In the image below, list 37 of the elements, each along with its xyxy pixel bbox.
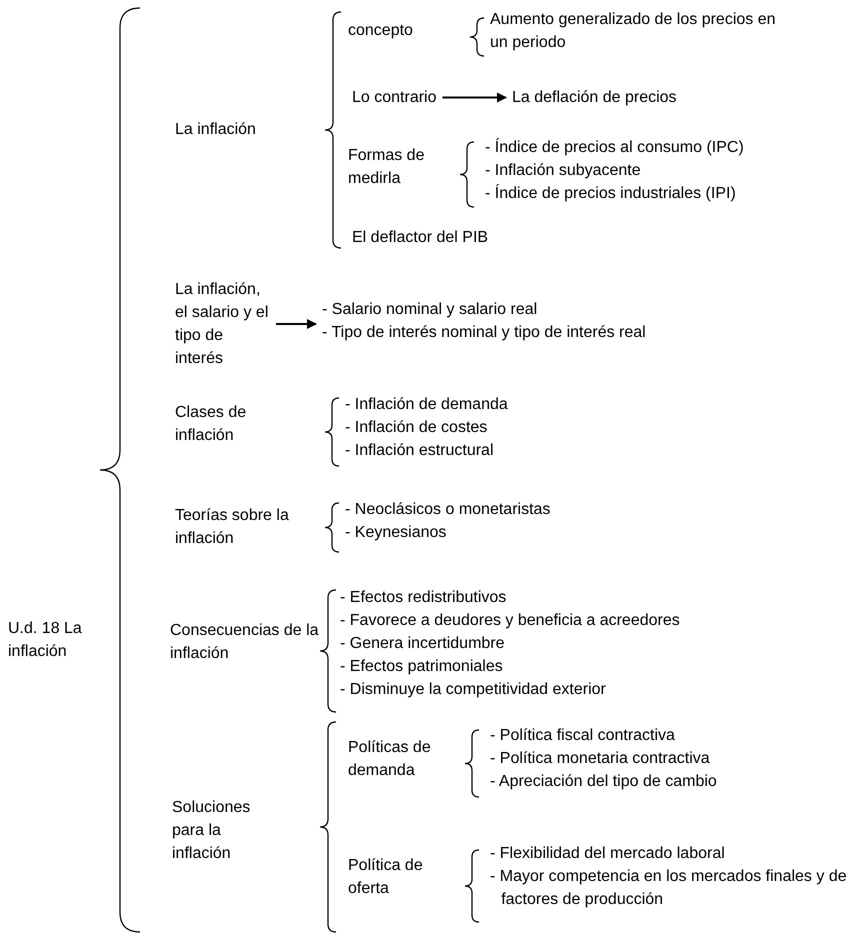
list-item: - Keynesianos — [345, 523, 448, 543]
list-item: - Inflación subyacente — [485, 161, 642, 181]
topic-text: Clases de inflación — [175, 401, 275, 447]
topic-text: La inflación, el salario y el tipo de interés — [175, 278, 270, 370]
topic-text: Formas de medirla — [348, 144, 448, 190]
topic-text: La deflación de precios — [512, 86, 677, 109]
list-item: - Inflación de demanda — [345, 395, 509, 415]
list-item: - Política fiscal contractiva — [490, 726, 676, 746]
list-item: - Neoclásicos o monetaristas — [345, 500, 552, 520]
list-item: - Genera incertidumbre — [340, 634, 506, 654]
list-item: - Inflación estructural — [345, 441, 495, 461]
topic-text: Consecuencias de la inflación — [170, 619, 320, 665]
arrow — [442, 92, 507, 102]
list-item: - Salario nominal y salario real — [322, 300, 538, 320]
topic-text: Aumento generalizado de los precios en un periodo — [490, 8, 780, 54]
topic-text: Soluciones para la inflación — [172, 796, 262, 865]
list-item: - Tipo de interés nominal y tipo de interés real — [322, 323, 647, 343]
topic-text: El deflactor del PIB — [352, 226, 488, 249]
list-item: - Índice de precios al consumo (IPC) — [485, 137, 745, 158]
root-topic: U.d. 18 La inflación — [8, 617, 108, 663]
list-item: - Favorece a deudores y beneficia a acreedores — [340, 611, 681, 631]
arrow — [276, 319, 317, 329]
list-item: - Efectos redistributivos — [340, 588, 508, 608]
list-item: - Apreciación del tipo de cambio — [490, 772, 718, 792]
topic-text: concepto — [348, 19, 413, 42]
list-item: - Disminuye la competitividad exterior — [340, 680, 607, 700]
list-item: - Política monetaria contractiva — [490, 749, 711, 769]
list-item: - Índice de precios industriales (IPI) — [485, 183, 737, 204]
list-item: - Efectos patrimoniales — [340, 657, 504, 677]
list-item: - Inflación de costes — [345, 418, 488, 438]
list-item: - Mayor competencia en los mercados finales y de factores de producción — [490, 867, 848, 910]
topic-text: La inflación — [175, 118, 256, 141]
topic-text: Políticas de demanda — [348, 736, 458, 782]
topic-text: Política de oferta — [348, 854, 448, 900]
list-item: - Flexibilidad del mercado laboral — [490, 844, 726, 864]
topic-text: Lo contrario — [352, 86, 436, 109]
topic-text: Teorías sobre la inflación — [175, 504, 310, 550]
